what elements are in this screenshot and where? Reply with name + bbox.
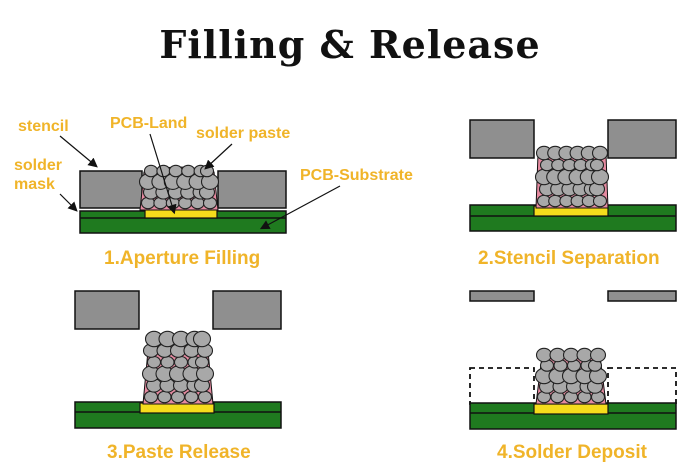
stencil-right-thin [607, 290, 677, 302]
solder-paste [141, 330, 215, 405]
stencil-left-thin [469, 290, 535, 302]
stencil-left [74, 290, 140, 330]
arrow-pcb-substrate [259, 185, 341, 230]
stencil-left [469, 119, 535, 159]
solder-ball [194, 355, 210, 369]
arrow-stencil [59, 135, 98, 168]
caption-step-4: 4.Solder Deposit [497, 442, 648, 463]
solder-ball [160, 355, 175, 369]
solder-ball [576, 347, 593, 363]
solder-ball [592, 194, 608, 208]
panel-solder-deposit [469, 290, 677, 430]
solder-ball [589, 158, 605, 172]
stencil-ghost-right [607, 367, 677, 405]
panel-aperture-filling [79, 164, 287, 234]
solder-ball [143, 390, 159, 404]
solder-ball [168, 164, 183, 178]
caption-step-3: 3.Paste Release [107, 442, 251, 463]
arrow-pcb-land [149, 133, 177, 215]
label-pcb-land: PCB-Land [110, 115, 187, 132]
solder-paste [534, 145, 610, 209]
solder-paste [138, 164, 220, 211]
page-title: Filling & Release [159, 22, 541, 67]
solder-ball [170, 390, 186, 404]
solder-ball [549, 347, 566, 363]
panel-stencil-separation [469, 119, 677, 232]
arrow-solder-paste [204, 143, 233, 170]
solder-ball [181, 164, 196, 178]
solder-ball [192, 330, 212, 348]
solder-ball [590, 168, 610, 186]
arrow-solder-mask [59, 193, 78, 212]
solder-ball [589, 347, 607, 363]
label-stencil: stencil [18, 118, 69, 135]
label-solder-paste: solder paste [196, 125, 290, 142]
label-solder-mask-line1: solder [14, 157, 62, 174]
pcb-land [533, 403, 609, 415]
stencil-left [79, 170, 143, 209]
label-solder-mask-line2: mask [14, 176, 55, 193]
solder-ball [184, 390, 199, 404]
stencil-right [212, 290, 282, 330]
solder-ball [195, 365, 215, 383]
panel-paste-release [74, 290, 282, 429]
annotation-arrows [59, 133, 341, 230]
solder-ball [535, 347, 553, 363]
solder-ball [197, 390, 213, 404]
solder-ball [143, 164, 159, 178]
solder-ball [173, 355, 189, 369]
stencil-right [217, 170, 287, 209]
caption-step-1: 1.Aperture Filling [104, 248, 260, 269]
solder-ball [562, 347, 580, 363]
solder-ball [157, 390, 172, 404]
solder-paste [534, 347, 608, 405]
solder-ball [146, 355, 162, 369]
caption-step-2: 2.Stencil Separation [478, 248, 660, 269]
label-pcb-substrate: PCB-Substrate [300, 167, 413, 184]
solder-ball [591, 145, 609, 161]
solder-ball [156, 164, 171, 178]
stencil-right [607, 119, 677, 159]
stencil-ghost-left [469, 367, 535, 405]
